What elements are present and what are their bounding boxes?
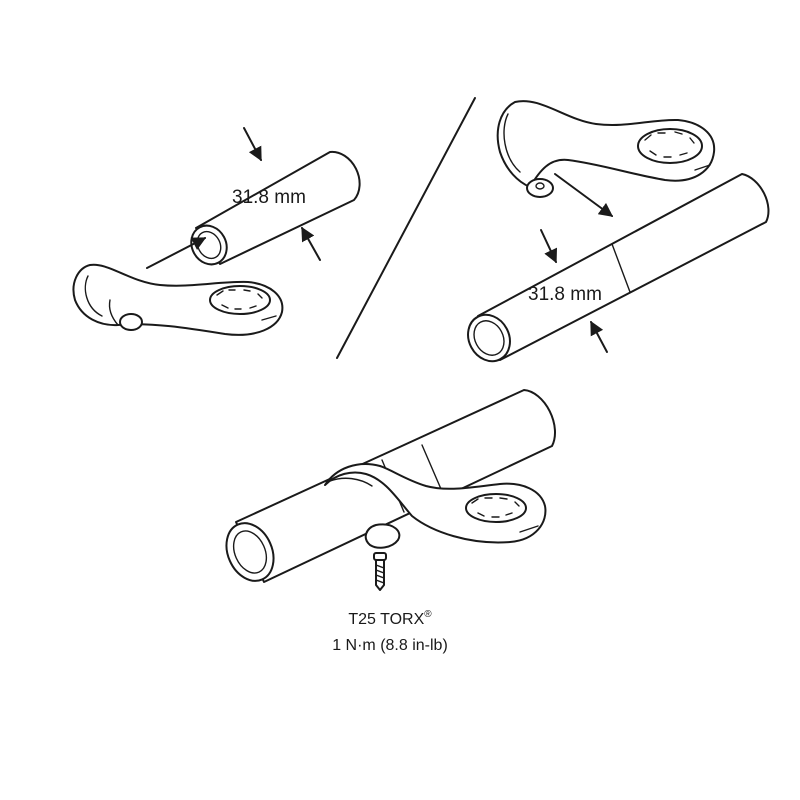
right-mount	[496, 100, 716, 198]
left-mount	[72, 263, 284, 336]
right-mount-screw-boss	[526, 178, 554, 198]
tool-label-line: T25 TORX®	[348, 609, 432, 628]
attach-direction-arrow	[554, 173, 614, 217]
right-dimension-label: 31.8 mm	[528, 284, 602, 305]
right-panel: 31.8 mm	[467, 100, 770, 363]
left-panel: 31.8 mm	[72, 127, 361, 336]
insert-direction-arrow	[146, 237, 207, 269]
tool-label-registered-mark: ®	[424, 609, 432, 620]
panel-divider-line	[336, 97, 476, 359]
right-tube-sleeve-seam	[611, 243, 631, 293]
left-dimension-label: 31.8 mm	[232, 187, 306, 208]
right-dimension-arrow-top	[540, 229, 557, 264]
tool-label: T25 TORX	[348, 611, 424, 628]
bottom-mount-screw-boss	[364, 523, 401, 549]
right-tube	[467, 173, 770, 363]
left-mount-screw-boss	[119, 313, 143, 331]
right-mount-bike-cradle	[637, 128, 703, 164]
left-dimension-arrow-top	[243, 127, 262, 162]
left-tube	[190, 150, 361, 266]
left-dimension-arrow-bottom	[301, 226, 321, 261]
right-dimension-arrow-bottom	[590, 320, 608, 353]
left-mount-bike-cradle	[209, 285, 271, 315]
bottom-mount-bike-cradle	[465, 493, 527, 523]
torx-screw	[373, 552, 387, 591]
bottom-mount	[324, 463, 547, 549]
torque-label: 1 N·m (8.8 in-lb)	[332, 637, 448, 654]
bottom-panel: T25 TORX® 1 N·m (8.8 in-lb)	[225, 389, 556, 654]
